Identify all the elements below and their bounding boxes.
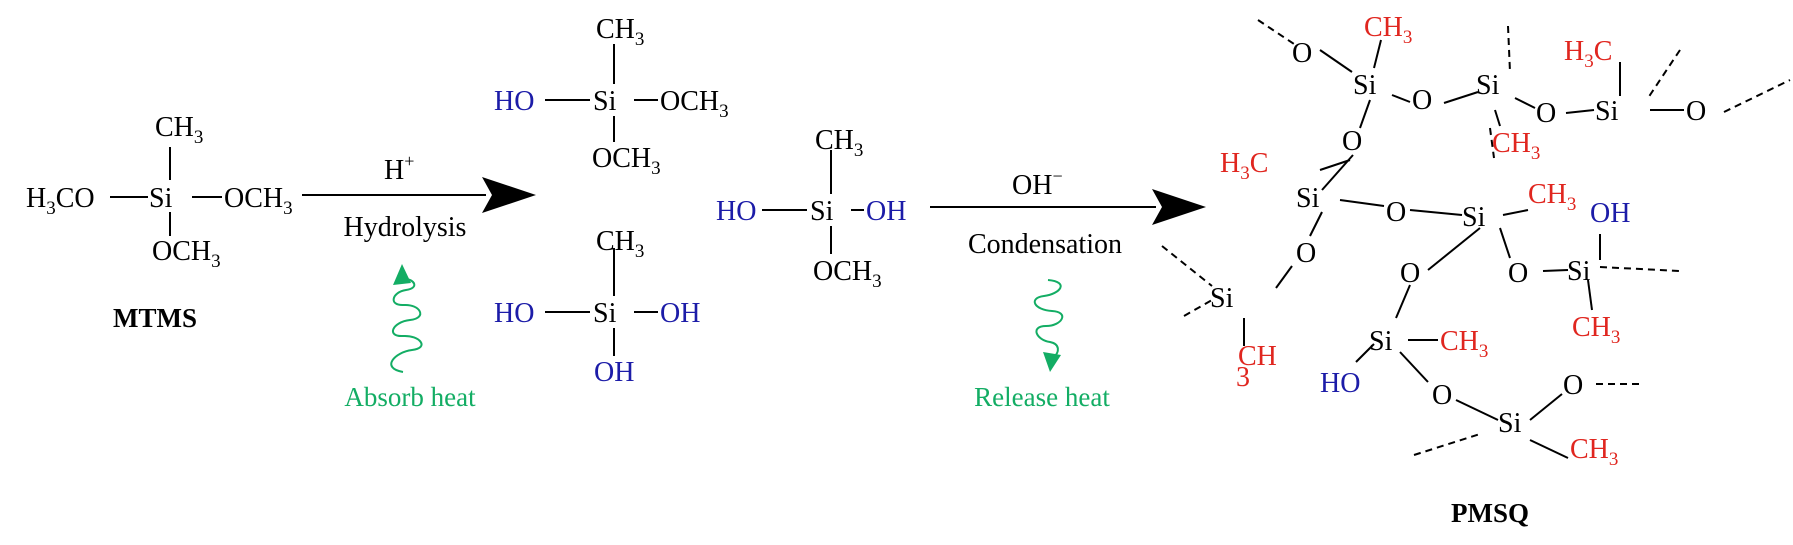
pmsq-network: Si Si Si Si Si Si Si Si Si O O O O O O O… bbox=[1161, 12, 1791, 528]
silanetriol-ch3: CH3 bbox=[596, 226, 644, 262]
pmsq-ho-1: HO bbox=[1320, 368, 1360, 399]
pmsq-si-8: Si bbox=[1369, 326, 1393, 357]
pmsq-si-1: Si bbox=[1353, 70, 1377, 101]
pmsq-h3c-2: H3C bbox=[1220, 148, 1268, 184]
pmsq-ch3-5: CH3 bbox=[1440, 326, 1488, 362]
pmsq-o-7: O bbox=[1296, 238, 1316, 269]
pmsq-o-4: O bbox=[1686, 96, 1706, 127]
pmsq-h3c-1: H3C bbox=[1564, 36, 1612, 72]
hydrolysis-label: Hydrolysis bbox=[344, 212, 467, 243]
pmsq-o-3: O bbox=[1536, 98, 1556, 129]
pmsq-ch3-3: CH3 bbox=[1528, 179, 1576, 215]
release-heat-wavy-arrow bbox=[1033, 279, 1064, 359]
pmsq-ch-1: CH bbox=[1238, 341, 1277, 372]
silanetriol-si: Si bbox=[593, 298, 617, 329]
pmsq-o-9: O bbox=[1508, 258, 1528, 289]
pmsq-si-2: Si bbox=[1476, 70, 1500, 101]
intermediate-si: Si bbox=[810, 196, 834, 227]
hydrolysis-arrowhead bbox=[482, 177, 536, 213]
pmsq-si-3: Si bbox=[1595, 96, 1619, 127]
mtms-bottom-och3: OCH3 bbox=[152, 236, 221, 272]
pmsq-oh-1: OH bbox=[1590, 198, 1630, 229]
absorb-heat-wavy-arrow bbox=[390, 278, 423, 373]
product-silanetriol: CH3 HO Si OH OH bbox=[494, 226, 700, 388]
intermediate-och3: OCH3 bbox=[813, 256, 882, 292]
silanetriol-bottom-oh: OH bbox=[594, 357, 634, 388]
product-dimethoxy: CH3 HO Si OCH3 OCH3 bbox=[494, 14, 729, 179]
mtms-ch3: CH3 bbox=[155, 112, 203, 148]
pmsq-ch-1-sub: 3 bbox=[1236, 362, 1250, 393]
pmsq-ch3-4: CH3 bbox=[1572, 312, 1620, 348]
absorb-heat-arrowhead bbox=[393, 264, 411, 285]
pmsq-o-8: O bbox=[1400, 258, 1420, 289]
release-heat-arrowhead bbox=[1043, 352, 1061, 372]
condensation-step: OH− Condensation Release heat bbox=[930, 166, 1206, 412]
absorb-heat-label: Absorb heat bbox=[344, 382, 476, 412]
intermediate-ho: HO bbox=[716, 196, 756, 227]
pmsq-o-1: O bbox=[1292, 38, 1312, 69]
pmsq-si-7: Si bbox=[1210, 283, 1234, 314]
pmsq-si-6: Si bbox=[1567, 256, 1591, 287]
hydrolysis-step: H+ Hydrolysis Absorb heat bbox=[302, 151, 536, 412]
pmsq-o-2: O bbox=[1412, 85, 1432, 116]
mtms-si: Si bbox=[149, 183, 173, 214]
mtms-name: MTMS bbox=[113, 303, 197, 333]
pmsq-si-9: Si bbox=[1498, 408, 1522, 439]
pmsq-name: PMSQ bbox=[1451, 498, 1529, 528]
hydrolysis-catalyst: H+ bbox=[384, 151, 414, 186]
intermediate-oh: OH bbox=[866, 196, 906, 227]
condensation-label: Condensation bbox=[968, 229, 1122, 260]
intermediate-molecule: CH3 HO Si OH OCH3 bbox=[716, 125, 906, 292]
pmsq-si-5: Si bbox=[1462, 202, 1486, 233]
pmsq-o-10: O bbox=[1432, 380, 1452, 411]
pmsq-ch3-6: CH3 bbox=[1570, 434, 1618, 470]
release-heat-label: Release heat bbox=[974, 382, 1110, 412]
silanetriol-right-oh: OH bbox=[660, 298, 700, 329]
pmsq-si-4: Si bbox=[1296, 183, 1320, 214]
mtms-left-h3co: H3CO bbox=[26, 183, 95, 219]
top-product-si: Si bbox=[593, 86, 617, 117]
top-product-bottom-och3: OCH3 bbox=[592, 143, 661, 179]
condensation-catalyst: OH− bbox=[1012, 166, 1063, 201]
top-product-ho: HO bbox=[494, 86, 534, 117]
top-product-ch3: CH3 bbox=[596, 14, 644, 50]
condensation-arrowhead bbox=[1152, 189, 1206, 225]
mtms-right-och3: OCH3 bbox=[224, 183, 293, 219]
silanetriol-left-ho: HO bbox=[494, 298, 534, 329]
top-product-right-och3: OCH3 bbox=[660, 86, 729, 122]
intermediate-ch3: CH3 bbox=[815, 125, 863, 161]
pmsq-ch3-2: CH3 bbox=[1492, 128, 1540, 164]
pmsq-o-6: O bbox=[1386, 197, 1406, 228]
mtms-molecule: CH3 H3CO Si OCH3 OCH3 MTMS bbox=[26, 112, 293, 333]
pmsq-o-5: O bbox=[1342, 126, 1362, 157]
pmsq-ch3-1: CH3 bbox=[1364, 12, 1412, 48]
pmsq-o-11: O bbox=[1563, 370, 1583, 401]
